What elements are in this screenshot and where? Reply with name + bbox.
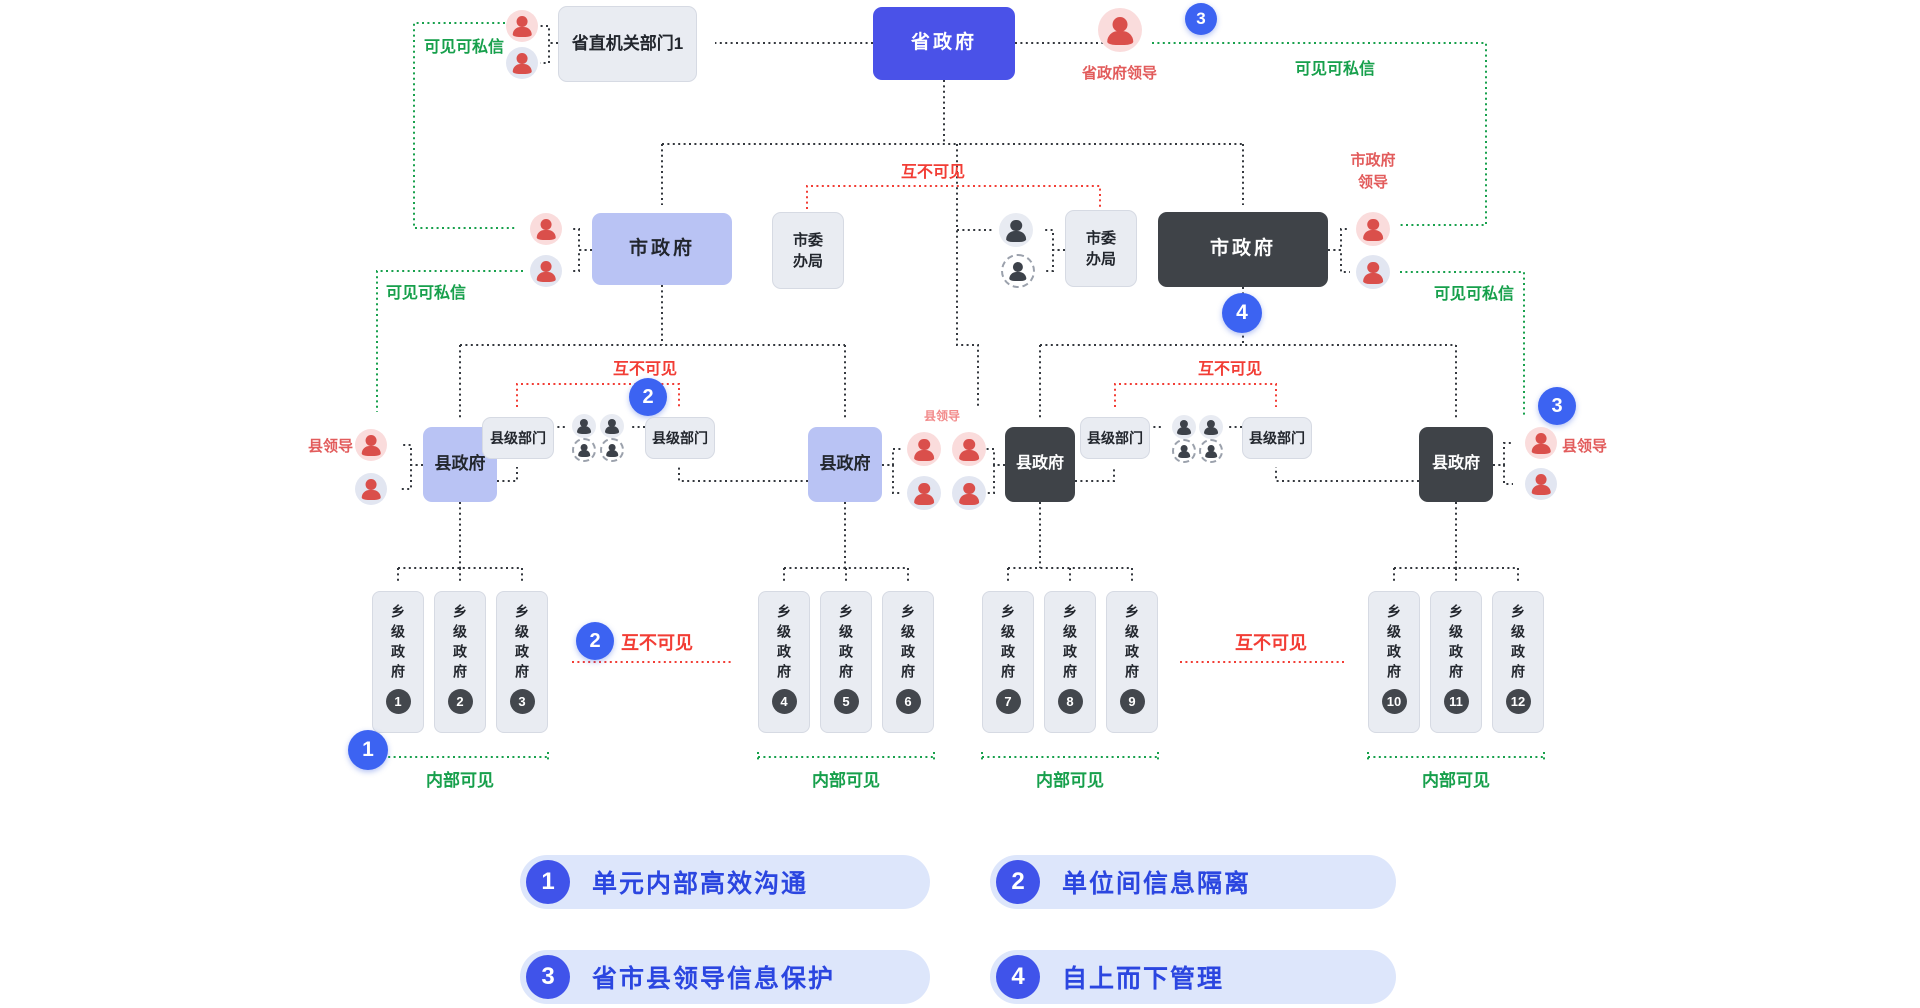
county-leader-label: 县领导	[308, 438, 354, 455]
county-leader-label: 县领导	[1562, 438, 1608, 455]
provincial-leader-label: 省政府领导	[1082, 65, 1158, 82]
node-county-dept-1: 县级部门	[482, 417, 554, 459]
node-county-dept-3: 县级部门	[1080, 417, 1150, 459]
node-county-gov-2: 县政府	[808, 427, 882, 502]
person-icon-provincial-leader	[1098, 8, 1142, 52]
person-icon	[1172, 415, 1196, 439]
person-icon	[952, 432, 986, 466]
person-icon-dashed	[1001, 254, 1035, 288]
badge-2: 2	[629, 378, 667, 416]
badge-2: 2	[576, 622, 614, 660]
legend-badge-4: 4	[996, 955, 1040, 999]
node-provincial-dept: 省直机关部门1	[558, 6, 697, 82]
legend-item-1: 1 单元内部高效沟通	[520, 855, 930, 909]
county-leader-label-small: 县领导	[924, 409, 961, 423]
person-icon	[572, 414, 596, 438]
node-county-dept-2: 县级部门	[645, 417, 715, 459]
person-icon	[1356, 255, 1390, 289]
mutual-invisible-label: 互不可见	[1235, 633, 1307, 653]
legend-item-4: 4 自上而下管理	[990, 950, 1396, 1004]
internal-visible-label: 内部可见	[426, 771, 494, 790]
internal-visible-label: 内部可见	[1036, 771, 1104, 790]
legend-badge-1: 1	[526, 860, 570, 904]
legend-badge-3: 3	[526, 955, 570, 999]
mutual-invisible-label: 互不可见	[1198, 361, 1263, 378]
person-icon	[600, 414, 624, 438]
legend-badge-2: 2	[996, 860, 1040, 904]
person-icon	[1525, 427, 1557, 459]
badge-1: 1	[348, 730, 388, 770]
badge-3: 3	[1185, 3, 1217, 35]
legend-text-4: 自上而下管理	[1062, 965, 1225, 993]
legend-item-3: 3 省市县领导信息保护	[520, 950, 930, 1004]
person-icon-dashed	[572, 438, 596, 462]
person-icon-dashed	[1199, 439, 1223, 463]
person-icon	[530, 255, 562, 287]
person-icon	[999, 213, 1033, 247]
node-county-dept-4: 县级部门	[1242, 417, 1312, 459]
visible-dm-label: 可见可私信	[1295, 61, 1376, 78]
badge-3: 3	[1538, 387, 1576, 425]
node-county-gov-4: 县政府	[1419, 427, 1493, 502]
city-leader-label: 市政府领导	[1350, 152, 1396, 191]
visible-dm-label: 可见可私信	[1434, 286, 1515, 303]
person-icon	[1199, 415, 1223, 439]
person-icon	[506, 47, 538, 79]
mutual-invisible-label: 互不可见	[621, 633, 693, 653]
node-city-office-2: 市委办局	[1065, 210, 1137, 287]
person-icon	[907, 432, 941, 466]
person-icon	[952, 476, 986, 510]
person-icon	[355, 473, 387, 505]
internal-visible-label: 内部可见	[812, 771, 880, 790]
node-county-gov-1: 县政府	[423, 427, 497, 502]
node-city-gov-2: 市政府	[1158, 212, 1328, 287]
legend-text-2: 单位间信息隔离	[1062, 870, 1252, 898]
person-icon	[355, 429, 387, 461]
person-icon	[1356, 212, 1390, 246]
node-city-office-1: 市委办局	[772, 212, 844, 289]
node-county-gov-3: 县政府	[1005, 427, 1075, 502]
internal-visible-label: 内部可见	[1422, 771, 1490, 790]
badge-4: 4	[1222, 293, 1262, 333]
legend-item-2: 2 单位间信息隔离	[990, 855, 1396, 909]
legend-text-3: 省市县领导信息保护	[592, 965, 836, 993]
person-icon	[907, 476, 941, 510]
person-icon	[506, 10, 538, 42]
node-city-gov-1: 市政府	[592, 213, 732, 285]
visible-dm-label: 可见可私信	[424, 39, 505, 56]
person-icon	[1525, 468, 1557, 500]
person-icon-dashed	[600, 438, 624, 462]
mutual-invisible-label: 互不可见	[901, 164, 966, 181]
person-icon	[530, 213, 562, 245]
legend-text-1: 单元内部高效沟通	[592, 870, 809, 898]
person-icon-dashed	[1172, 439, 1196, 463]
visible-dm-label: 可见可私信	[386, 285, 467, 302]
mutual-invisible-label: 互不可见	[613, 361, 678, 378]
node-provincial-gov: 省政府	[873, 7, 1015, 80]
